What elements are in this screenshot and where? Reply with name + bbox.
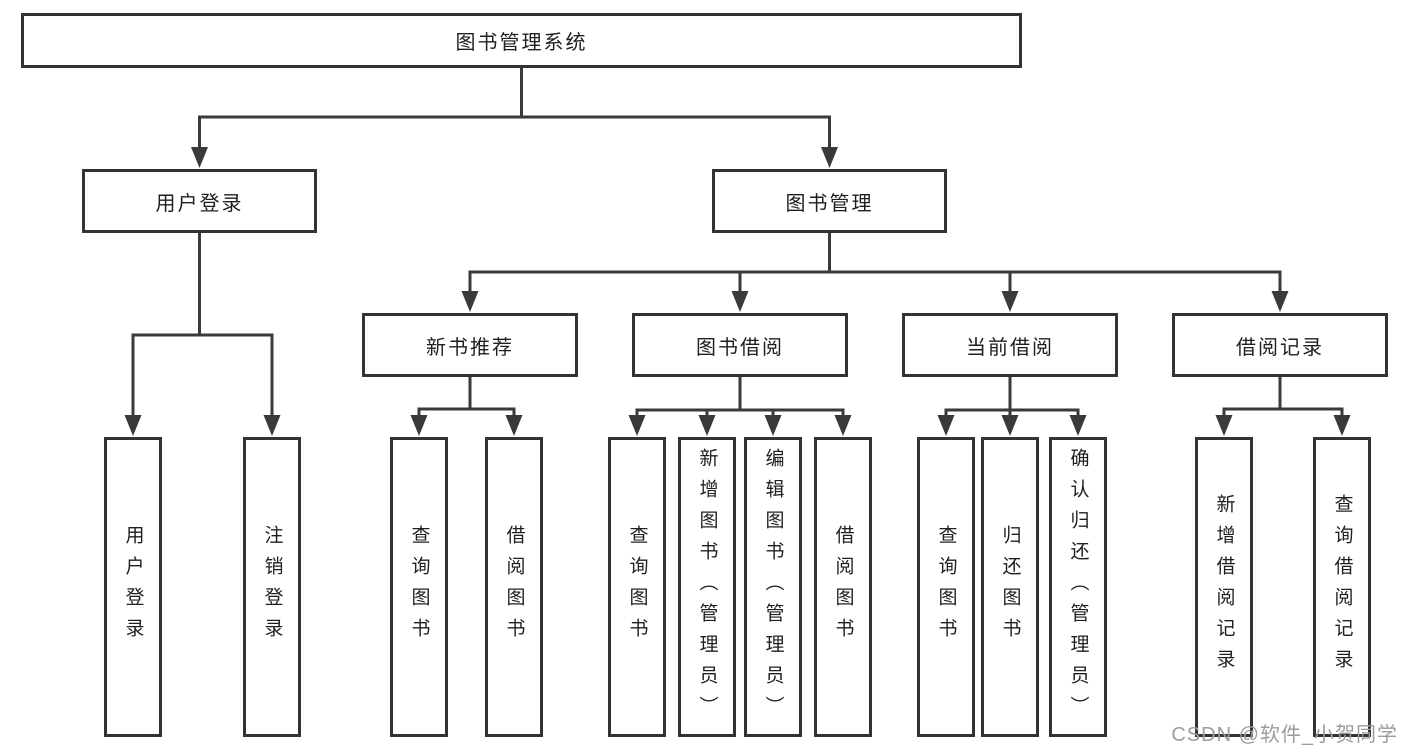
node-label: 查询借阅记录 [1331,494,1353,680]
watermark: CSDN @软件_小贺同学 [1171,724,1398,746]
arrowhead-icon [1215,415,1233,436]
arrowhead-icon [698,415,716,436]
node-label: 查询图书 [935,525,957,649]
node-label: 当前借阅 [966,336,1054,359]
arrowhead-icon [1333,415,1351,436]
connector-root-to-level2 [198,66,831,152]
arrowhead-icon [821,147,838,168]
arrowhead-icon [1001,291,1019,312]
connector-newbook-to-leaves [417,375,516,420]
node-label: 图书管理系统 [455,32,588,54]
leaf-cb-confirm-return-admin: 确认归还（管理员） [1049,437,1107,737]
leaf-logout: 注销登录 [243,437,301,737]
leaf-cb-return-books: 归还图书 [981,437,1039,737]
arrowhead-icon [1271,291,1289,312]
leaf-cb-query-books: 查询图书 [917,437,975,737]
arrowhead-icon [1069,415,1087,436]
node-book-borrowing: 图书借阅 [632,313,848,377]
node-label: 查询图书 [408,525,430,649]
arrowhead-icon [731,291,749,312]
arrowhead-icon [191,147,208,168]
node-label: 借阅图书 [832,525,854,649]
arrowhead-icon [461,291,479,312]
leaf-bb-query-books: 查询图书 [608,437,666,737]
node-label: 借阅记录 [1236,336,1324,359]
leaf-br-query-record: 查询借阅记录 [1313,437,1371,737]
node-label: 编辑图书（管理员） [762,447,784,727]
leaf-br-add-record: 新增借阅记录 [1195,437,1253,737]
arrowhead-icon [834,415,852,436]
leaf-bb-edit-books-admin: 编辑图书（管理员） [744,437,802,737]
arrowhead-icon [1001,415,1019,436]
node-label: 归还图书 [999,525,1021,649]
node-label: 注销登录 [261,525,283,649]
node-new-book-recommend: 新书推荐 [362,313,578,377]
leaf-nbr-borrow-books: 借阅图书 [485,437,543,737]
arrowhead-icon [410,415,428,436]
node-label: 用户登录 [122,525,144,649]
node-label: 查询图书 [626,525,648,649]
arrowhead-icon [124,415,142,436]
connector-records-to-leaves [1222,375,1344,420]
node-book-management: 图书管理 [712,169,947,233]
node-label: 确认归还（管理员） [1067,447,1089,727]
node-label: 新增图书（管理员） [696,447,718,727]
node-current-borrowing: 当前借阅 [902,313,1118,377]
node-library-system: 图书管理系统 [21,13,1022,68]
leaf-bb-add-books-admin: 新增图书（管理员） [678,437,736,737]
connector-current-to-leaves [944,375,1080,420]
node-label: 图书借阅 [696,336,784,359]
arrowhead-icon [937,415,955,436]
leaf-nbr-query-books: 查询图书 [390,437,448,737]
connector-userlogin-to-leaves [131,231,274,420]
arrowhead-icon [505,415,523,436]
leaf-user-login: 用户登录 [104,437,162,737]
connector-borrowing-to-leaves [635,375,845,420]
node-label: 新书推荐 [426,336,514,359]
arrowhead-icon [764,415,782,436]
leaf-bb-borrow-books: 借阅图书 [814,437,872,737]
node-label: 用户登录 [155,192,244,215]
node-user-login: 用户登录 [82,169,317,233]
connector-bookmgmt-to-level3 [468,231,1282,298]
node-label: 新增借阅记录 [1213,494,1235,680]
arrowhead-icon [263,415,281,436]
node-borrow-records: 借阅记录 [1172,313,1388,377]
node-label: 借阅图书 [503,525,525,649]
arrowhead-icon [628,415,646,436]
node-label: 图书管理 [785,192,874,215]
